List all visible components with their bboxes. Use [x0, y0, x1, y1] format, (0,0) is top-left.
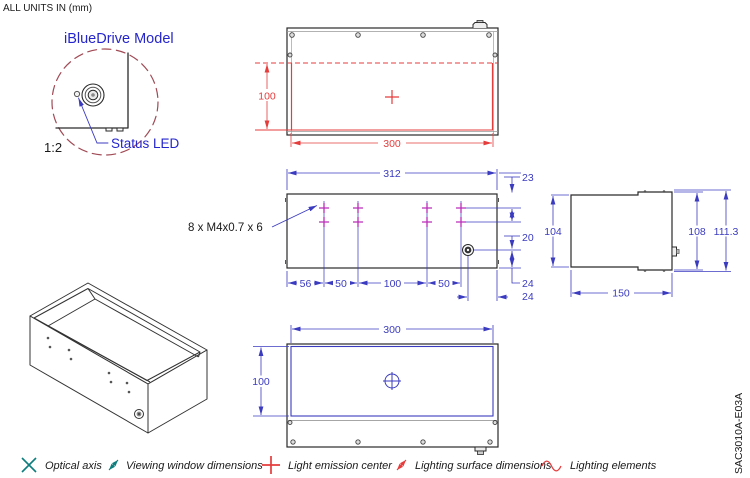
side-connector-mark: [462, 244, 474, 256]
lighting-surface-arrow-icon: [396, 459, 407, 471]
spacing-dim-100: 100: [384, 278, 402, 290]
bottom-view: 300 100: [249, 323, 499, 455]
top-view: 312 8 x M4x0.7 x 6 56 50 100: [188, 167, 534, 303]
legend-label-lighting-elements: Lighting elements: [570, 460, 657, 472]
front-outline: [286, 27, 499, 136]
side-dim-104: 104: [544, 226, 562, 238]
side-outline: [570, 191, 673, 271]
spacing-dim-50a: 50: [335, 278, 347, 290]
enclosure-corner-lines: [55, 52, 129, 129]
legend-label-light-emission: Light emission center: [288, 460, 393, 472]
side-dim-150: 150: [612, 288, 630, 300]
viewing-window: [290, 345, 494, 417]
front-screws: [287, 32, 498, 58]
front-view: 100 300: [255, 20, 499, 150]
light-emission-center-mark: [385, 90, 399, 104]
status-led-label: Status LED: [111, 136, 180, 151]
top-connector: [472, 20, 488, 28]
detail-boundary-circle: [51, 48, 159, 156]
optical-axis-mark: [383, 372, 401, 390]
right-dim-24b: 24: [522, 291, 534, 303]
legend-label-viewing-window: Viewing window dimensions: [126, 460, 263, 472]
m4-hole-marks: [319, 203, 466, 227]
iso-inner-floor: [47, 298, 199, 383]
spacing-dim-56: 56: [300, 278, 312, 290]
detail-title: iBlueDrive Model: [64, 31, 174, 47]
bottom-outline: [286, 343, 499, 448]
detail-view: iBlueDrive Model 1:2 Status LED: [44, 31, 180, 156]
hole-extension-lines: [323, 201, 462, 287]
side-dim-108: 108: [688, 226, 706, 238]
isometric-view: [29, 282, 208, 434]
doc-number: SAC3010A-E03A: [733, 393, 745, 474]
lighting-surface: [255, 62, 498, 131]
bottom-screws: [287, 420, 498, 445]
light-emission-plus-icon: [262, 456, 280, 474]
scale-label: 1:2: [44, 140, 62, 155]
legend-label-lighting-surface: Lighting surface dimensions: [415, 460, 552, 472]
bottom-connector: [474, 446, 487, 455]
holes-note: 8 x M4x0.7 x 6: [188, 222, 263, 234]
holes-note-leader: [271, 205, 318, 228]
lighting-elements-wave-icon: [541, 460, 562, 472]
top-overall-width-dim: 312: [383, 168, 401, 180]
side-dim-111-3: 111.3: [714, 226, 739, 238]
right-dim-24a: 24: [522, 278, 534, 290]
top-outline: [286, 193, 498, 269]
viewing-window-arrow-icon: [108, 459, 119, 471]
iso-hole-dots: [46, 336, 131, 394]
optical-axis-cross-icon: [21, 457, 37, 473]
foot-tab: [105, 127, 113, 132]
side-connector-tab: [671, 246, 680, 257]
status-led-dot: [73, 90, 81, 98]
status-led-leader: [78, 97, 109, 144]
front-width-dim: 300: [383, 138, 401, 150]
connector-detail: [81, 83, 105, 107]
units-note: ALL UNITS IN (mm): [3, 3, 92, 14]
iso-connector: [134, 409, 144, 419]
legend-label-optical-axis: Optical axis: [45, 460, 102, 472]
right-dim-20: 20: [522, 232, 534, 244]
bottom-height-dim: 100: [252, 376, 270, 388]
foot-tab: [116, 127, 124, 132]
right-dim-23: 23: [522, 172, 534, 184]
iso-end-wall: [147, 349, 208, 434]
front-height-dim: 100: [258, 91, 276, 103]
bottom-width-dim: 300: [383, 324, 401, 336]
legend: Optical axis Viewing window dimensions L…: [21, 456, 657, 474]
side-view: 104 108 111.3 150: [541, 189, 741, 300]
spacing-dim-50b: 50: [438, 278, 450, 290]
right-dim-lines: [457, 172, 521, 301]
